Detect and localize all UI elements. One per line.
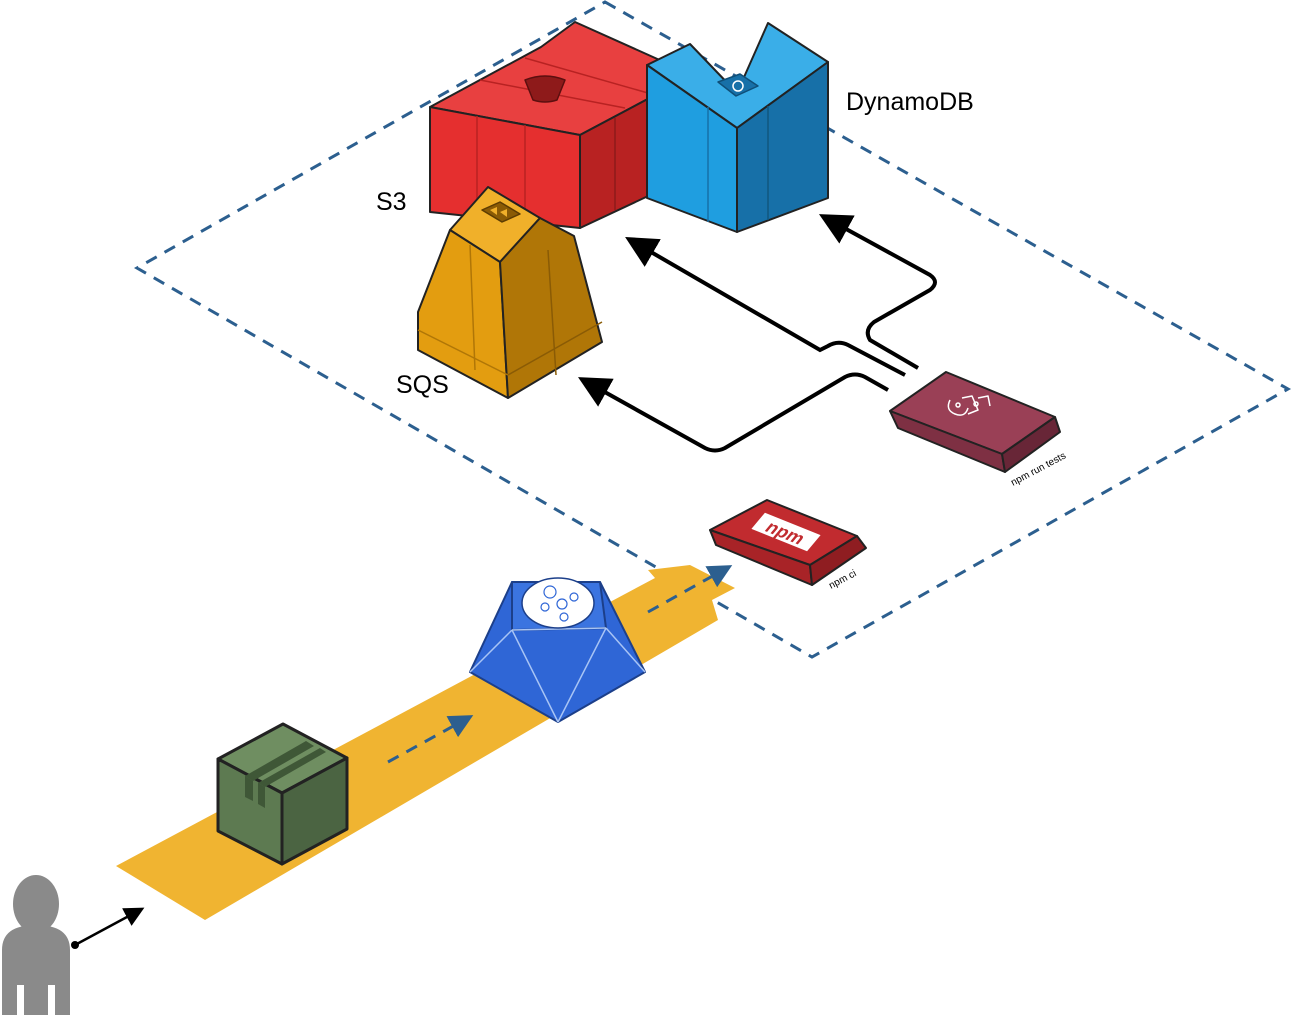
dynamodb-table-icon (717, 73, 759, 97)
pipeline-icon (469, 577, 646, 723)
user-arrow (71, 907, 145, 949)
dynamodb-table (646, 22, 829, 233)
sqs-queue (417, 186, 603, 399)
sqs-label: SQS (396, 371, 449, 399)
test-block (889, 371, 1061, 473)
npm-logo-icon: npm (751, 512, 821, 552)
arrow-to-dynamodb (818, 214, 937, 370)
flow-arrow-1 (387, 715, 474, 764)
flow-arrow-2 (647, 565, 733, 614)
dynamodb-label: DynamoDB (846, 88, 974, 116)
package-icon (216, 722, 349, 866)
user-icon (2, 875, 70, 1015)
arrow-to-s3 (625, 236, 906, 377)
npm-block: npm (709, 499, 867, 586)
s3-label: S3 (376, 188, 407, 216)
arrow-to-sqs (578, 372, 889, 453)
sqs-queue-icon (481, 201, 521, 223)
jest-icon (947, 395, 991, 416)
s3-bucket-icon (524, 75, 566, 103)
environment-boundary (133, 0, 1292, 659)
